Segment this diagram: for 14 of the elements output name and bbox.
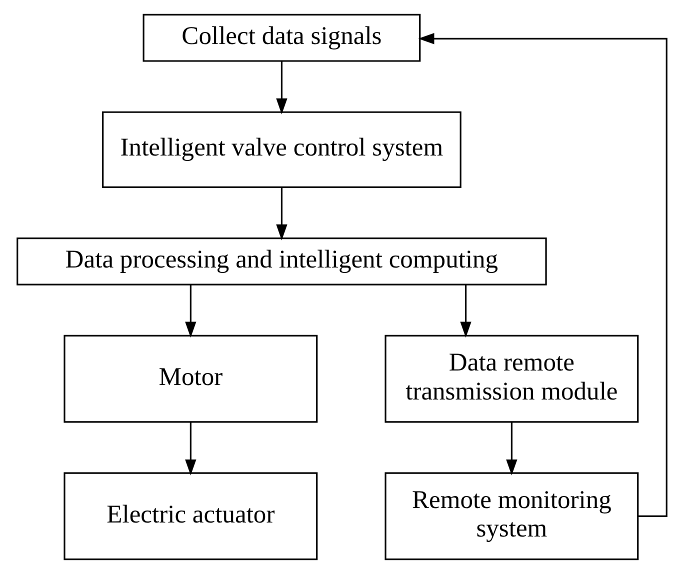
arrow <box>276 188 287 240</box>
arrow <box>460 284 471 338</box>
node-box: Intelligent valve control system <box>102 111 461 188</box>
node-box: Remote monitoring system <box>384 472 638 560</box>
node-box: Electric actuator <box>63 472 318 560</box>
arrow <box>184 422 196 476</box>
arrow <box>276 61 287 114</box>
node-box: Data remote transmission module <box>384 334 638 423</box>
arrow <box>184 284 196 338</box>
node-box: Collect data signals <box>142 14 420 62</box>
arrow <box>506 422 517 476</box>
node-box: Motor <box>63 334 318 423</box>
arrow <box>418 33 667 517</box>
node-box: Data processing and intelligent computing <box>16 238 546 286</box>
